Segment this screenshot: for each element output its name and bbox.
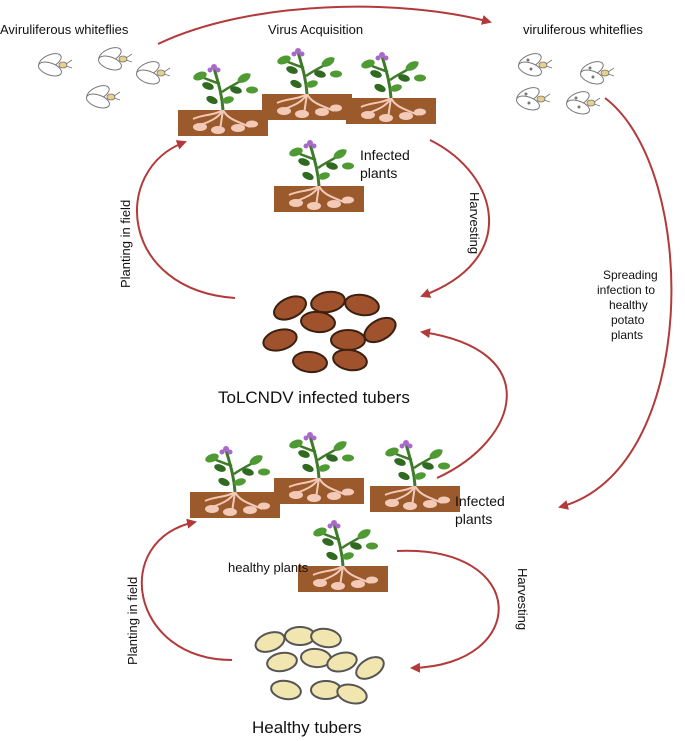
potato-plant-icon	[188, 444, 282, 520]
infected-tubers-label: ToLCNDV infected tubers	[218, 388, 410, 407]
potato-plant-icon	[296, 518, 390, 594]
spreading-label-2: infection to	[597, 283, 656, 297]
virus-dot-icon	[526, 58, 530, 62]
arrow-spreading-infection	[558, 97, 673, 510]
viruliferous-whiteflies-label: viruliferous whiteflies	[523, 22, 643, 37]
infected-tuber-icon	[300, 310, 336, 334]
healthy-tuber-icon	[254, 631, 286, 653]
arrow-planting-bottom	[140, 518, 233, 661]
infected-plants-bottom-label-2: plants	[455, 511, 493, 527]
infected-tuber-icon	[310, 290, 346, 314]
arrow-harvesting-bottom	[396, 549, 500, 673]
whitefly-icon	[134, 57, 171, 88]
arrow-planting-top	[136, 140, 236, 299]
arrow-acquisition-to-viruliferous	[157, 5, 492, 45]
healthy-tuber-icon	[336, 683, 368, 705]
healthy-plants-label: healthy plants	[228, 560, 309, 575]
infected-tuber-icon	[273, 295, 307, 321]
infected-tuber-icon	[344, 293, 380, 317]
infected-tuber-icon	[330, 329, 366, 351]
virus-dot-icon	[524, 92, 528, 96]
healthy-tuber-icon	[310, 680, 342, 700]
infected-tuber-icon	[292, 350, 328, 374]
virus-dot-icon	[588, 66, 592, 70]
whitefly-icon	[84, 81, 121, 112]
aviruliferous-whiteflies-label: Aviruliferous whiteflies	[0, 22, 129, 37]
whitefly-icon	[36, 49, 73, 80]
viruliferous-whitefly-icon	[514, 83, 551, 114]
potato-plant-icon	[368, 438, 462, 514]
virus-dot-icon	[527, 101, 531, 105]
healthy-tuber-icon	[266, 651, 298, 673]
spreading-label-3: healthy	[609, 298, 648, 312]
healthy-tuber-icon	[326, 651, 358, 673]
spreading-label-5: plants	[611, 328, 644, 342]
viruliferous-whitefly-icon	[564, 87, 601, 118]
arrow-infected-plants-to-tubers	[420, 328, 508, 479]
potato-plant-icon	[272, 138, 366, 214]
infected-plants-top-label-2: plants	[360, 165, 398, 181]
arrow-harvesting-top	[420, 139, 491, 298]
infected-tuber-icon	[363, 316, 397, 344]
potato-plant-icon	[272, 430, 366, 506]
potato-plant-icon	[176, 62, 270, 138]
infected-tuber-icon	[262, 328, 298, 352]
potato-plant-icon	[260, 46, 354, 122]
planting-bottom-label: Planting in field	[125, 576, 140, 665]
infected-tuber-icon	[332, 348, 368, 372]
virus-dot-icon	[577, 105, 581, 109]
infected-plants-bottom-label-1: Infected	[455, 493, 505, 509]
spreading-label-4: potato	[611, 313, 645, 327]
healthy-tubers-label: Healthy tubers	[252, 718, 362, 737]
virus-dot-icon	[591, 75, 595, 79]
potato-plant-icon	[344, 50, 438, 126]
virus-dot-icon	[574, 96, 578, 100]
viruliferous-whitefly-icon	[516, 49, 553, 80]
healthy-tuber-icon	[355, 656, 385, 680]
healthy-tuber-icon	[270, 679, 302, 701]
harvesting-bottom-label: Harvesting	[515, 568, 530, 631]
planting-top-label: Planting in field	[118, 199, 133, 288]
infected-plants-top-label-1: Infected	[360, 147, 410, 163]
healthy-tuber-icon	[310, 627, 342, 649]
virus-dot-icon	[529, 67, 533, 71]
whitefly-icon	[96, 43, 133, 74]
viruliferous-whitefly-icon	[578, 57, 615, 88]
harvesting-top-label: Harvesting	[467, 192, 482, 255]
spreading-label-1: Spreading	[603, 268, 658, 282]
virus-acquisition-label: Virus Acquisition	[268, 22, 364, 37]
